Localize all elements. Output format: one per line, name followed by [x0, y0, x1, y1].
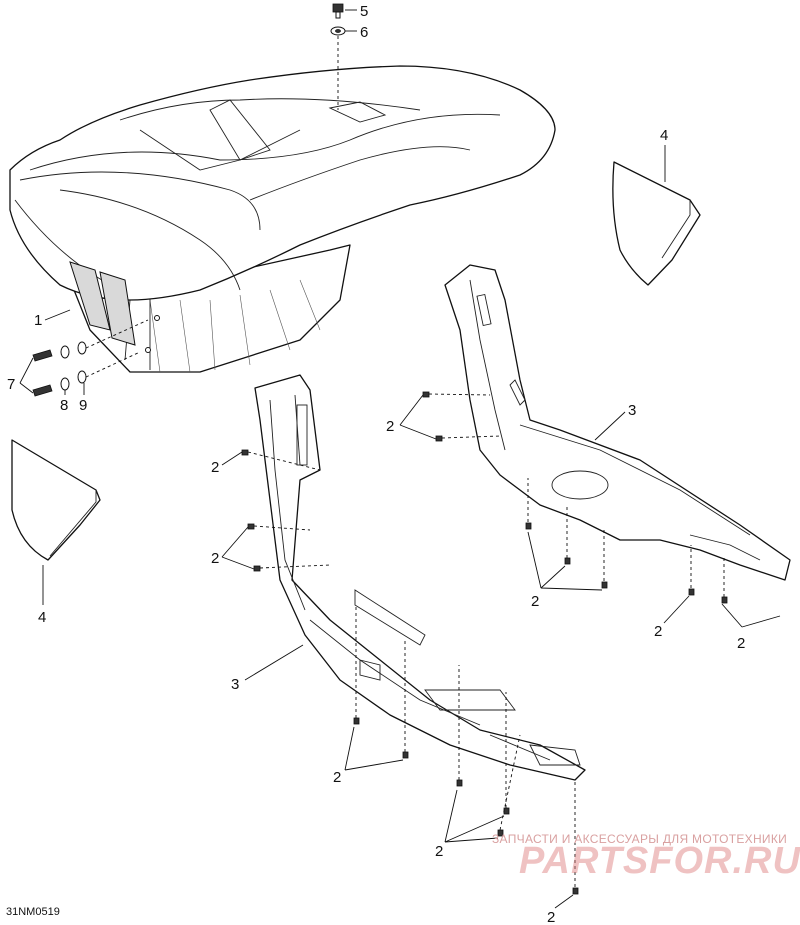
callout-8: 8 — [60, 397, 68, 414]
callout-2-i: 2 — [547, 909, 555, 925]
watermark-logo: PARTSFOR.RU — [519, 840, 800, 882]
callout-3-center: 3 — [231, 676, 239, 693]
watermark-tagline: ЗАПЧАСТИ И АКСЕССУАРЫ ДЛЯ МОТОТЕХНИКИ — [492, 832, 788, 846]
front-body-cover — [9, 65, 556, 373]
callout-7: 7 — [7, 376, 15, 393]
washer-6 — [330, 26, 346, 36]
side-panel-right — [444, 264, 791, 581]
callout-2-g: 2 — [333, 769, 341, 786]
screws-7 — [32, 349, 53, 397]
callout-5: 5 — [360, 3, 368, 20]
callout-1: 1 — [34, 312, 42, 329]
side-panel-left — [254, 374, 586, 781]
trim-panel-right — [612, 161, 701, 286]
callout-2-d: 2 — [531, 593, 539, 610]
bolt-5 — [332, 3, 344, 19]
trim-panel-left — [11, 439, 101, 561]
leader-lines — [19, 9, 781, 909]
screws-2 — [241, 391, 728, 895]
callout-3-right: 3 — [628, 402, 636, 419]
callout-2-a: 2 — [211, 459, 219, 476]
callout-2-e: 2 — [654, 623, 662, 640]
diagram-id: 31NM0519 — [6, 906, 60, 918]
callout-2-c: 2 — [386, 418, 394, 435]
washers-9 — [77, 341, 87, 384]
callout-labels: 5 6 4 4 1 7 8 9 2 2 2 3 3 2 2 2 2 2 2 — [7, 3, 745, 925]
callout-9: 9 — [79, 397, 87, 414]
callout-2-b: 2 — [211, 550, 219, 567]
washers-8 — [60, 345, 70, 391]
callout-4-lower: 4 — [38, 609, 46, 626]
callout-6: 6 — [360, 24, 368, 41]
callout-4-upper: 4 — [660, 127, 668, 144]
callout-2-h: 2 — [435, 843, 443, 860]
callout-2-f: 2 — [737, 635, 745, 652]
